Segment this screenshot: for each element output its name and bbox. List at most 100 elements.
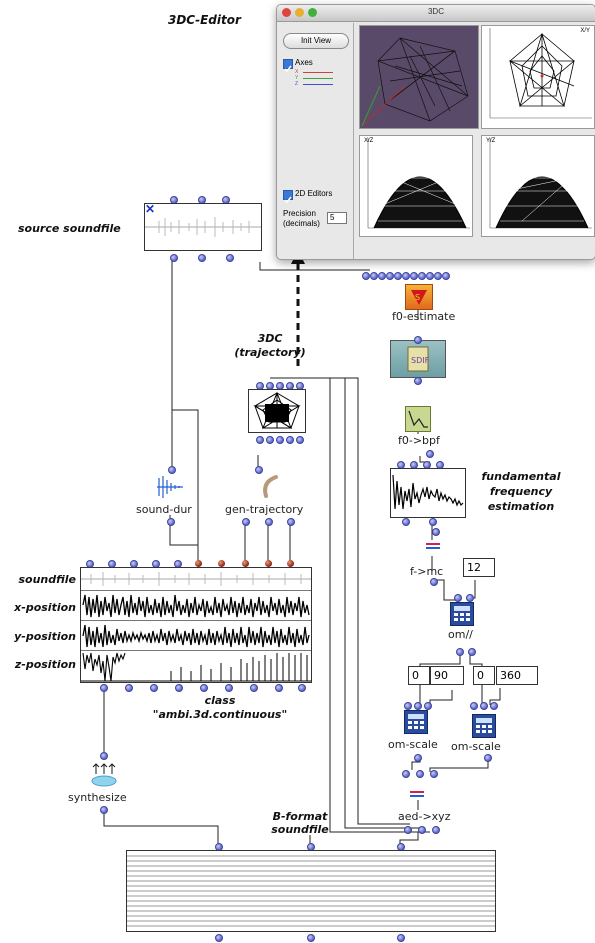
f0-inlets[interactable]: [362, 272, 452, 280]
outlet[interactable]: [307, 934, 315, 942]
inlet[interactable]: [410, 272, 418, 280]
inlet[interactable]: [442, 272, 450, 280]
outlet[interactable]: [200, 684, 208, 692]
outlet[interactable]: [430, 578, 438, 586]
outlet[interactable]: [287, 518, 295, 526]
outlet[interactable]: [298, 684, 306, 692]
inlet[interactable]: [466, 594, 474, 602]
outlet[interactable]: [265, 518, 273, 526]
inlet-red[interactable]: [195, 560, 202, 567]
inlet-red[interactable]: [242, 560, 249, 567]
outlet[interactable]: [198, 254, 206, 262]
inlet[interactable]: [414, 336, 422, 344]
outlet[interactable]: [456, 648, 464, 656]
outlet[interactable]: [167, 518, 175, 526]
inlet[interactable]: [434, 272, 442, 280]
outlet[interactable]: [414, 754, 422, 762]
scale2-max-box[interactable]: 360: [496, 666, 538, 685]
outlet[interactable]: [276, 436, 284, 444]
gen-trajectory-icon[interactable]: [258, 474, 284, 500]
fundamental-frequency-graph[interactable]: [390, 468, 466, 518]
outlet[interactable]: [256, 436, 264, 444]
scale1-min-box[interactable]: 0: [408, 666, 430, 685]
inlet[interactable]: [424, 702, 432, 710]
outlet[interactable]: [175, 684, 183, 692]
inlet[interactable]: [370, 272, 378, 280]
outlet[interactable]: [250, 684, 258, 692]
analysis-box[interactable]: SDIF: [390, 340, 446, 378]
zoom-window-icon[interactable]: [308, 8, 317, 17]
bformat-soundfile-box[interactable]: [126, 850, 496, 932]
close-icon[interactable]: ✕: [145, 202, 156, 216]
outlet[interactable]: [418, 826, 426, 834]
class-ambi-box[interactable]: [80, 567, 312, 683]
inlet[interactable]: [416, 770, 424, 778]
3dc-trajectory-box[interactable]: [248, 389, 306, 433]
x-position-track[interactable]: [81, 590, 311, 621]
inlet[interactable]: [470, 702, 478, 710]
outlet[interactable]: [432, 528, 440, 536]
inlet[interactable]: [255, 466, 263, 474]
2d-editors-checkbox[interactable]: [283, 190, 293, 204]
outlet[interactable]: [429, 518, 437, 526]
inlet[interactable]: [454, 594, 462, 602]
outlet[interactable]: [215, 934, 223, 942]
scale2-min-box[interactable]: 0: [473, 666, 495, 685]
y-position-track[interactable]: [81, 620, 311, 651]
f0-bpf-icon[interactable]: [405, 406, 431, 432]
close-window-icon[interactable]: [282, 8, 291, 17]
inlet[interactable]: [402, 272, 410, 280]
inlet[interactable]: [430, 770, 438, 778]
3dc-window[interactable]: 3DC Init View Axes X Y Z 2D Editors Prec…: [276, 4, 595, 260]
inlet-red[interactable]: [287, 560, 294, 567]
outlet[interactable]: [266, 436, 274, 444]
scale1-max-box[interactable]: 90: [430, 666, 464, 685]
outlet[interactable]: [296, 436, 304, 444]
source-soundfile-box[interactable]: ✕: [144, 203, 262, 251]
outlet[interactable]: [402, 518, 410, 526]
inlet[interactable]: [402, 770, 410, 778]
axes-checkbox[interactable]: [283, 59, 293, 73]
outlet[interactable]: [432, 826, 440, 834]
outlet[interactable]: [226, 254, 234, 262]
inlet[interactable]: [490, 702, 498, 710]
window-titlebar[interactable]: 3DC: [277, 5, 595, 22]
outlet[interactable]: [397, 934, 405, 942]
om-scale-2-icon[interactable]: [472, 714, 496, 738]
init-view-button[interactable]: Init View: [283, 33, 349, 49]
inlet-red[interactable]: [218, 560, 225, 567]
outlet[interactable]: [404, 826, 412, 834]
outlet[interactable]: [414, 377, 422, 385]
outlet[interactable]: [100, 684, 108, 692]
outlet[interactable]: [170, 254, 178, 262]
outlet[interactable]: [150, 684, 158, 692]
outlet[interactable]: [125, 684, 133, 692]
outlet[interactable]: [484, 754, 492, 762]
om-div-icon[interactable]: [450, 602, 474, 626]
mc-value-box[interactable]: 12: [463, 558, 495, 577]
inlet-red[interactable]: [265, 560, 272, 567]
om-scale-1-icon[interactable]: [404, 710, 428, 734]
outlet[interactable]: [242, 518, 250, 526]
inlet[interactable]: [414, 702, 422, 710]
minimize-window-icon[interactable]: [295, 8, 304, 17]
outlet[interactable]: [100, 806, 108, 814]
inlet[interactable]: [100, 752, 108, 760]
inlet[interactable]: [386, 272, 394, 280]
xz-view-panel[interactable]: X/Z: [359, 135, 473, 237]
inlet[interactable]: [394, 272, 402, 280]
transfer-arrows-icon[interactable]: [424, 540, 442, 552]
xy-view-panel[interactable]: X/Y: [481, 25, 595, 129]
3d-view-panel[interactable]: [359, 25, 479, 129]
inlet[interactable]: [362, 272, 370, 280]
soundfile-track[interactable]: [81, 568, 311, 590]
precision-input[interactable]: 5: [327, 212, 347, 224]
outlet[interactable]: [468, 648, 476, 656]
inlet[interactable]: [480, 702, 488, 710]
synthesize-icon[interactable]: [88, 760, 120, 788]
outlet[interactable]: [286, 436, 294, 444]
yz-view-panel[interactable]: Y/Z: [481, 135, 595, 237]
inlet[interactable]: [418, 272, 426, 280]
inlet[interactable]: [426, 272, 434, 280]
outlet[interactable]: [275, 684, 283, 692]
